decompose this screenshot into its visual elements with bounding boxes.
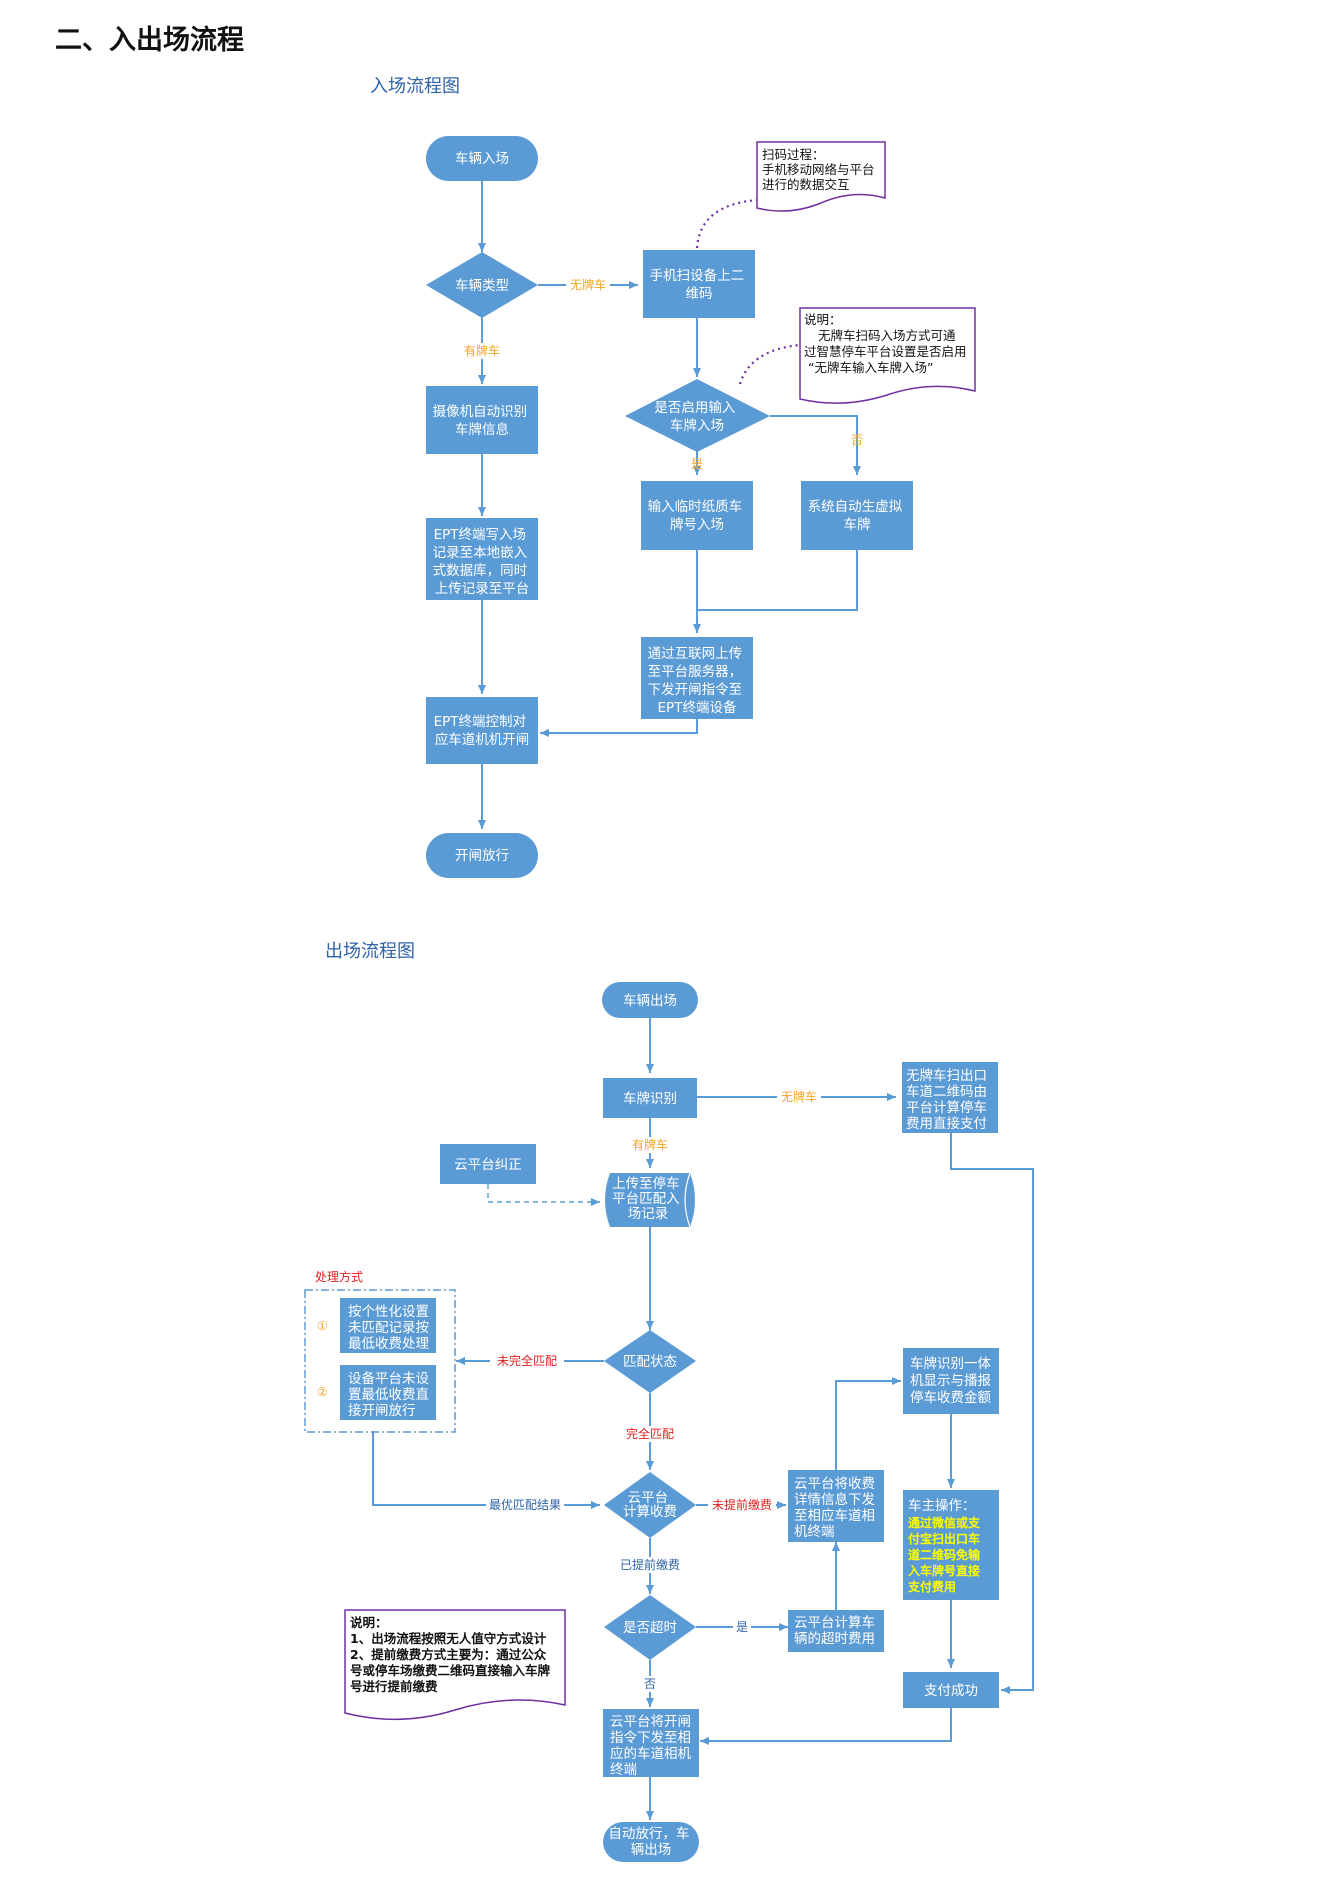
entry-node-end: 开闸放行	[426, 833, 538, 878]
svg-text:云平台纠正: 云平台纠正	[454, 1157, 522, 1173]
exit-decision-match: 匹配状态	[604, 1330, 696, 1393]
exit-node-end: 自动放行，车 辆出场	[603, 1822, 699, 1862]
svg-text:设备平台未设 置最低收费直 接开闸放: 设备平台未设 置最低收费直 接开闸放行	[348, 1370, 433, 1419]
exit-handle-title: 处理方式	[315, 1269, 363, 1284]
entry-connectors	[478, 181, 861, 829]
exit-node-noplate: 无牌车扫出口 车道二维码由 平台计算停车 费用直接支付	[902, 1062, 998, 1133]
exit-node-owner: 车主操作： 通过微信或支 付宝扫出口车 道二维码免输 入车牌号直接 支付费用	[903, 1490, 999, 1600]
svg-text:按个性化设置 未匹配记录按 最低收费: 按个性化设置 未匹配记录按 最低收费处理	[348, 1304, 433, 1352]
svg-text:系统自动生虚拟 车牌: 系统自动生虚拟 车牌	[808, 499, 907, 533]
svg-text:EPT终端写入场 记录至本地嵌入 式: EPT终端写入场 记录至本地嵌入 式数据库，同时 上传记录至平台	[433, 527, 532, 597]
exit-label-plate: 有牌车	[632, 1137, 668, 1152]
exit-handle-2-num: ②	[317, 1385, 328, 1399]
entry-title: 入场流程图	[370, 76, 460, 97]
exit-handle-1-num: ①	[317, 1319, 328, 1333]
exit-node-recognize: 车牌识别	[603, 1078, 697, 1118]
exit-node-pay-success: 支付成功	[903, 1672, 999, 1708]
svg-text:扫码过程： 手机移动网络与平台 进行: 扫码过程： 手机移动网络与平台 进行的数据交互	[762, 147, 879, 192]
exit-label-noplate: 无牌车	[781, 1089, 817, 1104]
svg-text:无牌车扫出口 车道二维码由 平台计算: 无牌车扫出口 车道二维码由 平台计算停车 费用直接支付	[906, 1067, 991, 1132]
exit-dashed-link	[487, 1184, 600, 1206]
exit-node-push-detail: 云平台将收费 详情信息下发 至相应车道相 机终端	[788, 1470, 884, 1542]
exit-label-no: 否	[644, 1677, 656, 1691]
entry-node-input-plate: 输入临时纸质车 牌号入场	[641, 481, 753, 550]
exit-node-handle-1: 按个性化设置 未匹配记录按 最低收费处理	[340, 1298, 436, 1353]
exit-node-display: 车牌识别一体 机显示与播报 停车收费金额	[903, 1348, 999, 1414]
exit-node-upload-match: 上传至停车 平台匹配入 场记录	[605, 1172, 695, 1228]
svg-text:自动放行，车 辆出场: 自动放行，车 辆出场	[608, 1825, 693, 1858]
svg-text:是否超时: 是否超时	[623, 1620, 677, 1636]
svg-text:说明： 1、出场流程按照无人值守方式设计: 说明： 1、出场流程按照无人值守方式设计 2、提前缴费方式主要为：通过公众 号或…	[350, 1615, 554, 1694]
entry-label-plate: 有牌车	[464, 343, 500, 358]
exit-note: 说明： 1、出场流程按照无人值守方式设计 2、提前缴费方式主要为：通过公众 号或…	[344, 1609, 566, 1721]
page-heading: 二、入出场流程	[55, 25, 244, 56]
svg-text:通过互联网上传 至平台服务器， 下发: 通过互联网上传 至平台服务器， 下发开闸指令至 EPT终端设备	[648, 646, 747, 716]
svg-text:云平台 计算收费: 云平台 计算收费	[623, 1490, 677, 1520]
svg-text:说明： 无牌车扫码入场方式可通 过智: 说明： 无牌车扫码入场方式可通 过智慧停车平台设置是否启用 “无牌车输入车牌入场…	[804, 312, 971, 375]
svg-text:手机扫设备上二 维码: 手机扫设备上二 维码	[650, 267, 749, 302]
entry-node-virtual-plate: 系统自动生虚拟 车牌	[801, 481, 913, 550]
exit-label-best: 最优匹配结果	[489, 1498, 561, 1512]
entry-start-text: 车辆入场	[455, 150, 509, 167]
entry-dotted-links	[695, 198, 801, 385]
exit-decision-calc: 云平台 计算收费	[604, 1472, 696, 1538]
exit-decision-timeout: 是否超时	[604, 1595, 696, 1660]
exit-label-partial: 未完全匹配	[497, 1353, 557, 1368]
svg-text:开闸放行: 开闸放行	[455, 848, 509, 864]
svg-text:车主操作：: 车主操作：	[908, 1497, 976, 1514]
entry-node-start: 车辆入场	[426, 136, 538, 181]
svg-text:云平台将收费 详情信息下发 至相应车: 云平台将收费 详情信息下发 至相应车道相 机终端	[794, 1476, 879, 1540]
svg-text:EPT终端控制对 应车道机机开闸: EPT终端控制对 应车道机机开闸	[434, 714, 531, 748]
entry-node-control: EPT终端控制对 应车道机机开闸	[426, 697, 538, 764]
exit-node-open-cmd: 云平台将开闸 指令下发至相 应的车道相机 终端	[603, 1709, 699, 1778]
exit-title: 出场流程图	[325, 941, 415, 962]
entry-note-explain: 说明： 无牌车扫码入场方式可通 过智慧停车平台设置是否启用 “无牌车输入车牌入场…	[799, 307, 976, 404]
entry-label-noplate: 无牌车	[570, 277, 606, 292]
svg-text:云平台将开闸 指令下发至相 应的车道: 云平台将开闸 指令下发至相 应的车道相机 终端	[610, 1714, 695, 1778]
exit-node-calc-timeout: 云平台计算车 辆的超时费用	[788, 1610, 884, 1652]
exit-label-unpaid: 未提前缴费	[712, 1497, 772, 1512]
svg-text:摄像机自动识别 车牌信息: 摄像机自动识别 车牌信息	[433, 404, 532, 438]
svg-text:支付成功: 支付成功	[924, 1683, 978, 1699]
exit-label-paid: 已提前缴费	[620, 1557, 680, 1572]
entry-label-yes: 是	[691, 457, 703, 471]
svg-text:车辆类型: 车辆类型	[455, 277, 509, 294]
svg-text:车辆出场: 车辆出场	[623, 992, 677, 1009]
entry-label-no: 否	[851, 433, 863, 447]
exit-handle-frame	[304, 1289, 456, 1433]
entry-decision-type: 车辆类型	[426, 252, 538, 318]
entry-node-upload: 通过互联网上传 至平台服务器， 下发开闸指令至 EPT终端设备	[641, 637, 753, 719]
entry-node-scan: 手机扫设备上二 维码	[643, 250, 755, 318]
svg-text:云平台计算车 辆的超时费用: 云平台计算车 辆的超时费用	[794, 1614, 879, 1647]
svg-text:车牌识别: 车牌识别	[623, 1090, 677, 1107]
svg-text:通过微信或支 付宝扫出口车 道二维码: 通过微信或支 付宝扫出口车 道二维码免输 入车牌号直接 支付费用	[907, 1515, 984, 1594]
exit-node-cloud-correct: 云平台纠正	[440, 1144, 536, 1184]
svg-text:输入临时纸质车 牌号入场: 输入临时纸质车 牌号入场	[648, 498, 747, 533]
exit-node-start: 车辆出场	[602, 982, 698, 1018]
svg-text:上传至停车 平台匹配入 场记录: 上传至停车 平台匹配入 场记录	[612, 1175, 684, 1222]
svg-text:匹配状态: 匹配状态	[623, 1354, 677, 1370]
exit-label-full: 完全匹配	[626, 1426, 674, 1441]
exit-node-handle-2: 设备平台未设 置最低收费直 接开闸放行	[340, 1365, 436, 1420]
entry-note-scan: 扫码过程： 手机移动网络与平台 进行的数据交互	[756, 141, 886, 212]
svg-text:车牌识别一体 机显示与播报 停车收费: 车牌识别一体 机显示与播报 停车收费金额	[910, 1355, 995, 1406]
entry-node-ept-write: EPT终端写入场 记录至本地嵌入 式数据库，同时 上传记录至平台	[426, 518, 538, 600]
svg-text:是否启用输入 车牌入场: 是否启用输入 车牌入场	[654, 400, 739, 434]
entry-decision-input: 是否启用输入 车牌入场	[625, 379, 770, 452]
entry-node-camera: 摄像机自动识别 车牌信息	[426, 386, 538, 454]
exit-label-yes: 是	[736, 1620, 748, 1634]
